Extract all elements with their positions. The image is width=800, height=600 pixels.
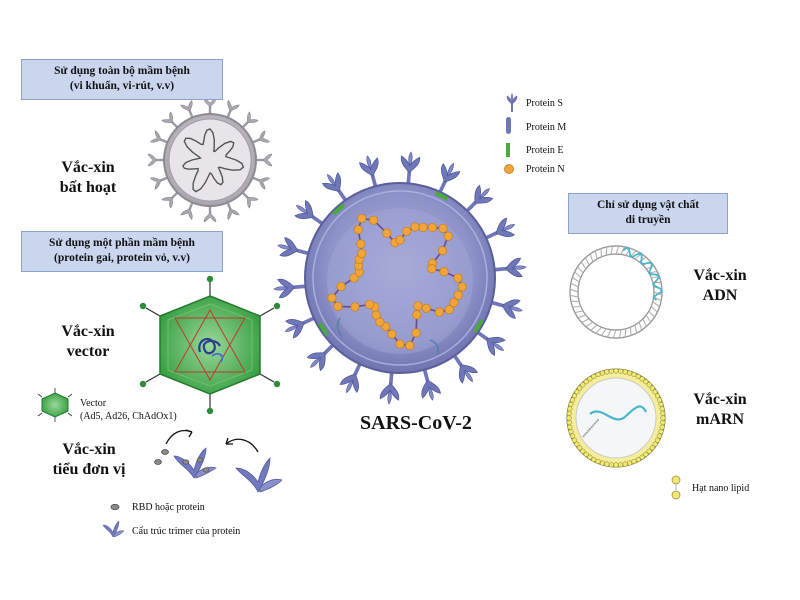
subunit-vaccine-label: Vắc-xin tiểu đơn vị xyxy=(34,440,144,480)
inactivated-vaccine-label: Vắc-xin bất hoạt xyxy=(38,158,138,198)
vector-vaccine-line1: Vắc-xin xyxy=(61,323,115,340)
protein-n-legend-text: Protein N xyxy=(526,164,565,175)
vector-vaccine-line2: vector xyxy=(66,343,110,360)
trimer-legend-text: Cấu trúc trimer của protein xyxy=(132,526,241,537)
vector-legend-line1: Vector xyxy=(80,398,107,409)
vector-legend-text: Vector (Ad5, Ad26, ChAdOx1) xyxy=(80,397,177,423)
lipid-nanoparticle-illustration xyxy=(566,368,666,468)
partial-pathogen-subtitle: (protein gai, protein vỏ, v.v) xyxy=(54,252,190,264)
whole-pathogen-subtitle: (vi khuẩn, vi-rút, v.v) xyxy=(69,80,175,92)
whole-pathogen-box: Sử dụng toàn bộ mầm bệnh (vi khuẩn, vi-r… xyxy=(21,59,223,100)
partial-pathogen-box: Sử dụng một phần mầm bệnh (protein gai, … xyxy=(21,231,223,272)
vector-legend-icon xyxy=(37,388,73,422)
dna-vaccine-line2: ADN xyxy=(702,287,738,304)
protein-s-legend-text: Protein S xyxy=(526,98,563,109)
protein-e-legend-icon xyxy=(506,143,510,157)
genetic-material-subtitle: di truyền xyxy=(625,214,671,226)
protein-m-legend-icon xyxy=(506,117,511,134)
mrna-vaccine-line1: Vắc-xin xyxy=(693,391,747,408)
vector-vaccine-label: Vắc-xin vector xyxy=(38,322,138,362)
vector-legend-line2: (Ad5, Ad26, ChAdOx1) xyxy=(80,411,177,422)
lipid-legend-text: Hạt nano lipid xyxy=(692,483,750,494)
genetic-material-title: Chỉ sử dụng vật chất xyxy=(596,199,700,211)
mrna-vaccine-line2: mARN xyxy=(696,411,744,428)
subunit-vaccine-illustration xyxy=(154,429,283,493)
virus-name-label: SARS-CoV-2 xyxy=(360,412,472,434)
dna-vaccine-label: Vắc-xin ADN xyxy=(675,266,765,306)
inactivated-vaccine-line2: bất hoạt xyxy=(59,179,117,196)
mrna-vaccine-label: Vắc-xin mARN xyxy=(675,390,765,430)
sars-cov-2-virus-illustration xyxy=(272,150,528,406)
lipid-legend-icon xyxy=(671,475,681,500)
trimer-legend-icon xyxy=(102,520,125,538)
inactivated-virus-illustration xyxy=(147,97,273,223)
inactivated-vaccine-line1: Vắc-xin xyxy=(61,159,115,176)
genetic-material-box: Chỉ sử dụng vật chất di truyền xyxy=(568,193,728,234)
partial-pathogen-title: Sử dụng một phần mầm bệnh xyxy=(49,237,195,249)
protein-m-legend-text: Protein M xyxy=(526,122,567,133)
subunit-vaccine-line1: Vắc-xin xyxy=(62,441,116,458)
protein-s-legend-icon xyxy=(506,93,518,113)
viral-vector-illustration xyxy=(139,275,281,415)
whole-pathogen-title: Sử dụng toàn bộ mầm bệnh xyxy=(54,65,190,77)
rbd-legend-text: RBD hoặc protein xyxy=(132,502,205,513)
dna-plasmid-illustration xyxy=(569,245,663,339)
dna-vaccine-line1: Vắc-xin xyxy=(693,267,747,284)
rbd-legend-icon xyxy=(110,503,120,511)
subunit-vaccine-line2: tiểu đơn vị xyxy=(52,461,126,478)
protein-n-legend-icon xyxy=(504,164,514,174)
protein-e-legend-text: Protein E xyxy=(526,145,564,156)
